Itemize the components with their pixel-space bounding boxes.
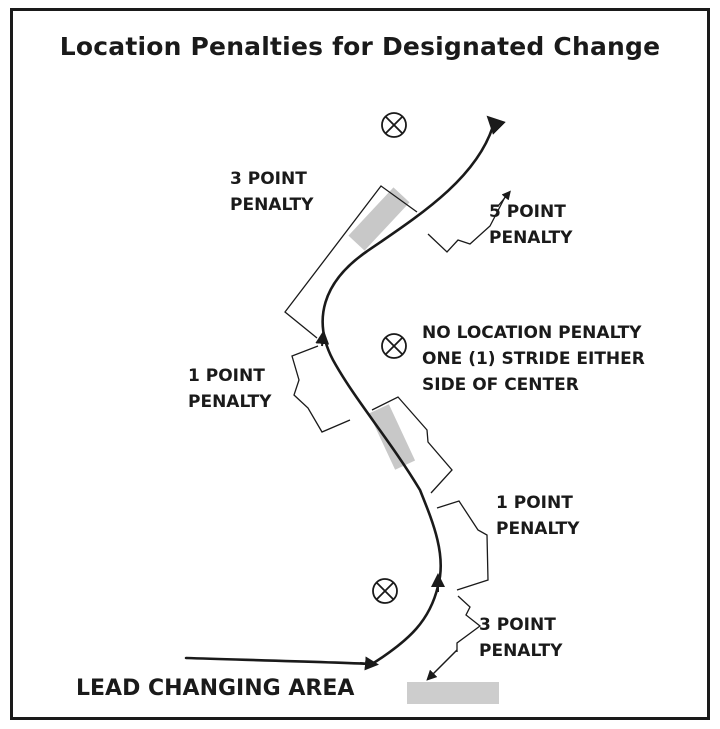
change-zone-middle [368, 404, 416, 470]
arrow-3pt-bottom [426, 649, 458, 681]
center-marker-icon [381, 333, 407, 359]
label-3pt-top: 3 POINT PENALTY [230, 169, 314, 215]
zone-outline-1pt-right-upper [371, 396, 453, 494]
diagram-frame [10, 8, 710, 720]
center-marker-icon [381, 112, 407, 138]
diagram-title: Location Penalties for Designated Change [59, 32, 661, 61]
label-5pt-top: 5 POINT PENALTY [489, 202, 573, 248]
label-1pt-right: 1 POINT PENALTY [496, 493, 580, 539]
lead-changing-area-label: LEAD CHANGING AREA [76, 676, 355, 701]
zone-outline-3pt-top [284, 185, 418, 339]
lead-changing-area-marker [407, 682, 499, 704]
zone-outline-3pt-bottom [456, 595, 482, 652]
arrow-5pt [497, 190, 511, 207]
change-zone-top [348, 187, 410, 251]
label-no-penalty: NO LOCATION PENALTY ONE (1) STRIDE EITHE… [422, 323, 645, 395]
label-3pt-bottom: 3 POINT PENALTY [479, 615, 563, 661]
label-1pt-left: 1 POINT PENALTY [188, 366, 272, 412]
zone-outline-5pt-top [427, 196, 506, 253]
zone-outline-1pt-left [291, 345, 351, 433]
travel-path-arrow-start [359, 656, 379, 671]
travel-path-arrow-end [486, 115, 506, 135]
travel-path-arrow-mid2 [315, 330, 330, 347]
zone-outline-1pt-right-lower [436, 500, 489, 591]
center-marker-icon [372, 578, 398, 604]
